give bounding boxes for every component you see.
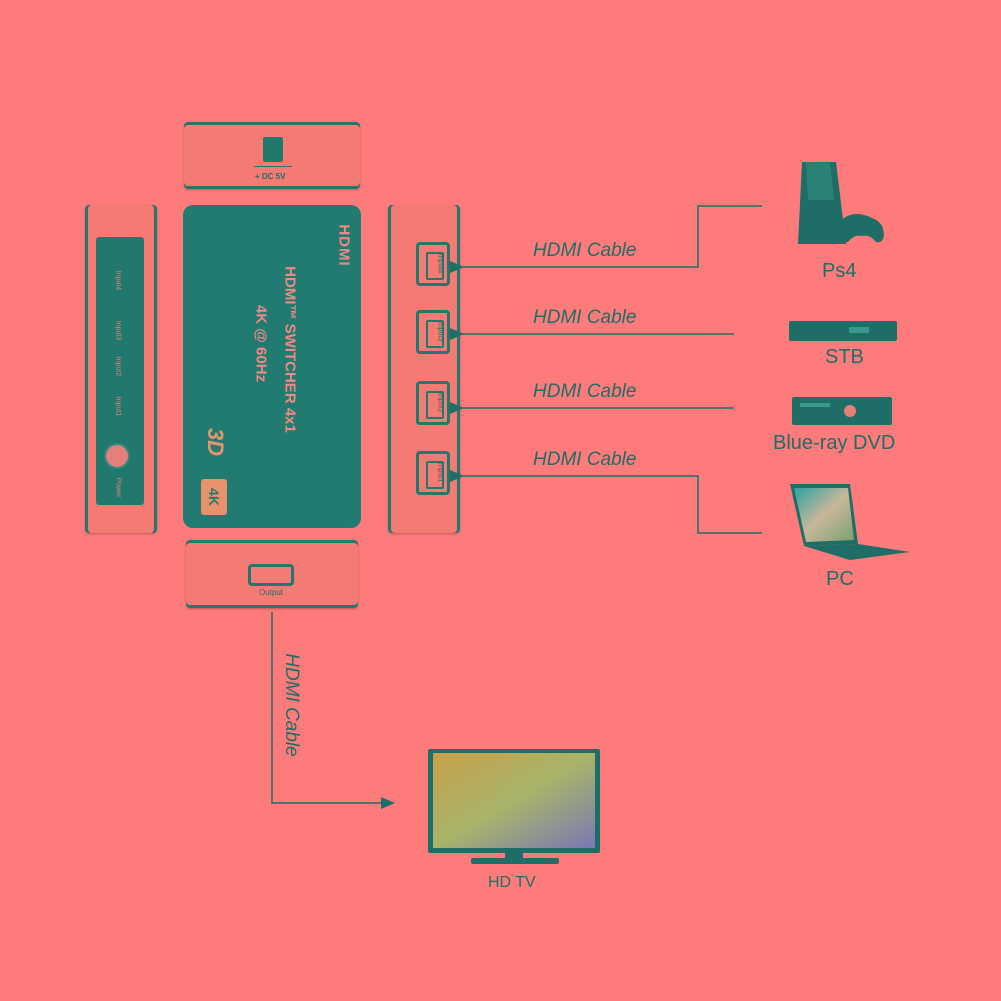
output-panel: Output xyxy=(186,540,358,608)
stb-icon xyxy=(789,321,897,341)
cable-label-stb: HDMI Cable xyxy=(533,307,637,328)
bluray-icon xyxy=(792,397,892,425)
device-label-ps4: Ps4 xyxy=(822,260,857,282)
device-label-tv: HD TV xyxy=(488,874,536,891)
laptop-icon xyxy=(790,484,910,560)
dc-jack xyxy=(263,137,283,162)
line-ps4 xyxy=(450,205,762,273)
tv-icon xyxy=(428,749,600,864)
input-panel: Input4 Input3 Input2 Input1 xyxy=(388,205,460,533)
hdmi-port-output xyxy=(248,564,294,586)
hdmi-port-input3 xyxy=(416,310,450,354)
indicator-strip: Input4 Input3 Input2 Input1 Power xyxy=(96,237,144,505)
cable-label-tv: HDMI Cable xyxy=(281,653,302,757)
ps4-icon xyxy=(798,162,884,244)
badge-4k: 4K xyxy=(201,479,227,515)
line-pc xyxy=(450,470,762,534)
polarity-icon xyxy=(254,166,292,171)
cable-label-ps4: HDMI Cable xyxy=(533,240,637,261)
indicator-panel: Input4 Input3 Input2 Input1 Power xyxy=(85,205,157,533)
switcher-top-view: HDMI HDMI™ SWITCHER 4x1 4K @ 60Hz 3D 4K xyxy=(183,205,361,528)
device-label-stb: STB xyxy=(825,346,864,368)
ir-sensor-icon xyxy=(104,443,130,469)
power-label: + DC 5V xyxy=(255,172,286,181)
device-label-bluray: Blue-ray DVD xyxy=(773,432,896,454)
hdmi-port-input2 xyxy=(416,381,450,425)
output-label: Output xyxy=(259,588,284,597)
hdmi-port-input1 xyxy=(416,451,450,495)
line-tv xyxy=(271,612,395,809)
cable-label-bluray: HDMI Cable xyxy=(533,381,637,402)
device-label-pc: PC xyxy=(826,568,854,590)
power-panel: + DC 5V xyxy=(184,122,360,189)
cable-label-pc: HDMI Cable xyxy=(533,449,637,470)
hdmi-port-input4 xyxy=(416,242,450,286)
